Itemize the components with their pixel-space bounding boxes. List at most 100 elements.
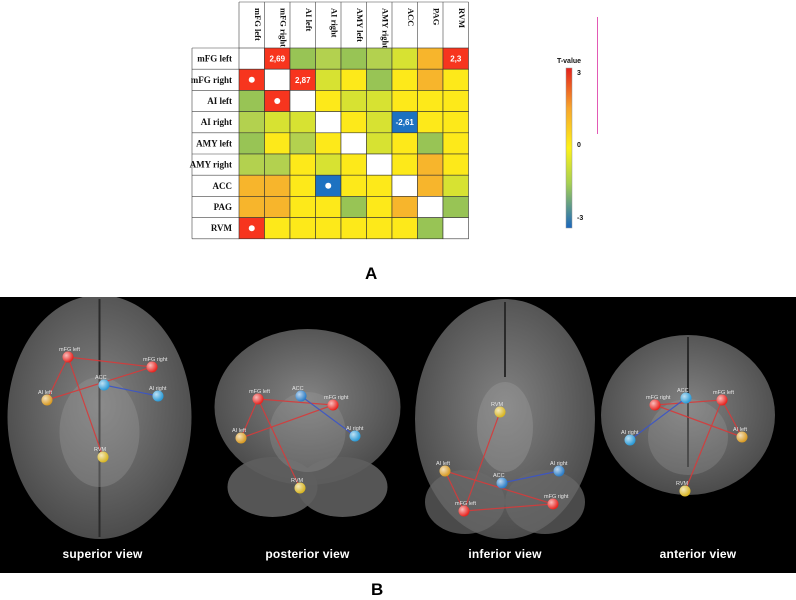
matrix-cell [340, 68, 367, 91]
matrix-cell [391, 68, 418, 91]
node-highlight-overlay [295, 390, 307, 402]
node-label-acc: ACC [95, 375, 107, 381]
node-label-acc: ACC [493, 473, 505, 479]
node-highlight-overlay [716, 394, 728, 406]
cerebellum-left [425, 470, 505, 534]
significance-dot [248, 225, 255, 232]
node-highlight-overlay [235, 432, 247, 444]
column-header-acc: ACC [406, 8, 416, 26]
node-label-rvm: RVM [491, 402, 504, 408]
panel-a-label: A [365, 264, 378, 283]
column-header-amy-right: AMY right [380, 8, 390, 48]
matrix-cell [417, 174, 444, 197]
node-label-ai-left: AI left [232, 428, 247, 434]
colorbar-tick-label: 3 [577, 70, 581, 77]
cerebellum-left [227, 457, 318, 517]
matrix-cell [289, 111, 316, 134]
connection-edge [240, 404, 334, 439]
matrix-cell [391, 217, 418, 240]
node-label-ai-right: AI right [621, 430, 639, 436]
node-label-mfg-left: mFG left [713, 390, 735, 396]
matrix-cell [289, 217, 316, 240]
row-header-amy-left: AMY left [196, 138, 232, 148]
connection-edge [300, 395, 356, 437]
colorbar-title: T-value [557, 58, 581, 65]
node-highlight-overlay [152, 390, 164, 402]
matrix-cell [289, 47, 316, 70]
node-label-mfg-left: mFG left [59, 347, 81, 353]
matrix-cell [238, 47, 265, 70]
matrix-cell [289, 153, 316, 176]
matrix-cell [289, 196, 316, 218]
node-highlight-overlay [624, 434, 636, 446]
column-header-mfg-right: mFG right [278, 8, 288, 47]
matrix-cell [417, 68, 444, 91]
node-highlight-overlay [98, 379, 110, 391]
node-highlight-overlay [252, 393, 264, 405]
node-highlight-overlay [680, 392, 692, 404]
connection-edge [501, 470, 560, 484]
matrix-cell [315, 196, 342, 218]
node-highlight-overlay [496, 477, 508, 489]
node-label-ai-left: AI left [38, 390, 53, 396]
node-label-mfg-right: mFG right [544, 494, 569, 500]
node-label-acc: ACC [292, 386, 304, 392]
cell-value-label: 2,69 [269, 55, 285, 64]
matrix-cell [264, 196, 291, 218]
matrix-cell [366, 68, 393, 91]
matrix-cell [417, 196, 444, 218]
column-header-ai-left: AI left [304, 8, 314, 32]
matrix-cell [340, 47, 367, 70]
view-label: inferior view [468, 547, 542, 561]
magenta-marker-line [597, 17, 598, 134]
connection-edge [103, 384, 159, 397]
matrix-cell [315, 132, 342, 155]
matrix-cell [442, 174, 469, 197]
row-header-amy-right: AMY right [190, 160, 232, 170]
node-highlight-overlay [494, 406, 506, 418]
matrix-cell [366, 217, 393, 240]
connection-edge [463, 411, 501, 512]
matrix-cell [417, 47, 444, 70]
column-header-amy-left: AMY left [355, 8, 365, 42]
matrix-cell [289, 132, 316, 155]
connection-edge [684, 399, 723, 492]
matrix-cell [238, 174, 265, 197]
node-label-mfg-right: mFG right [646, 395, 671, 401]
matrix-cell [366, 47, 393, 70]
node-highlight-overlay [439, 465, 451, 477]
node-highlight-overlay [294, 482, 306, 494]
matrix-cell [264, 132, 291, 155]
node-label-rvm: RVM [94, 447, 107, 453]
matrix-cell [442, 132, 469, 155]
node-highlight-overlay [458, 505, 470, 517]
column-header-mfg-left: mFG left [253, 8, 263, 41]
node-highlight-overlay [327, 399, 339, 411]
matrix-cell [417, 90, 444, 112]
node-label-mfg-left: mFG left [455, 501, 477, 507]
matrix-cell [238, 153, 265, 176]
connection-edge [240, 398, 259, 439]
connection-edge [257, 398, 334, 406]
matrix-cell [417, 132, 444, 155]
matrix-cell [315, 90, 342, 112]
matrix-cell [391, 174, 418, 197]
matrix-cell [315, 111, 342, 134]
node-label-mfg-right: mFG right [324, 395, 349, 401]
node-label-ai-left: AI left [436, 461, 451, 467]
matrix-cell [391, 47, 418, 70]
colorbar [565, 67, 573, 229]
matrix-cell [340, 132, 367, 155]
connection-edge [629, 397, 687, 441]
view-label: posterior view [265, 547, 350, 561]
node-label-ai-right: AI right [550, 461, 568, 467]
matrix-cell [340, 217, 367, 240]
view-label: anterior view [659, 547, 737, 561]
connection-edge [257, 398, 301, 489]
matrix-cell [391, 196, 418, 218]
matrix-cell [442, 153, 469, 176]
matrix-cell [366, 174, 393, 197]
